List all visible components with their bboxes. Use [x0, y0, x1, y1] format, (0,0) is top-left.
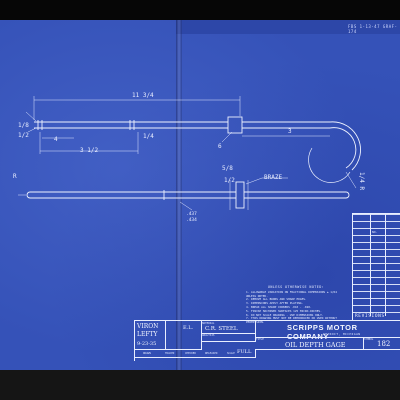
- dim-right-quarter-label: 1/4: [143, 133, 154, 140]
- tb-names: VIRON LEFTY 9-23-35: [135, 321, 166, 350]
- tb-title: TITLE OIL DEPTH GAGE: [255, 337, 364, 350]
- note-item: 6. DO NOT SCALE DRAWING - USE DIMENSIONS…: [246, 312, 324, 317]
- tb-company: SCRIPPS MOTOR COMPANY DETROIT, MICHIGAN: [255, 321, 400, 341]
- note-item: 1. ALLOWABLE VARIATION ON FRACTIONAL DIM…: [246, 289, 337, 298]
- sheet-top-strip: [176, 20, 400, 34]
- dim-left-b-label: 1/2: [18, 132, 29, 139]
- rod-collar: [227, 116, 243, 134]
- sheet-fold-line: [176, 20, 182, 386]
- revision-label: REVISIONS: [355, 314, 385, 319]
- hook-section: [308, 147, 351, 183]
- drawing-header-code: FBS 1-13-47 GRAF-174: [348, 24, 398, 34]
- revision-col-no: NO.: [372, 230, 378, 234]
- tb-number: SYMBOL 182: [363, 337, 400, 350]
- dim-left-a-label: 1/8: [18, 122, 29, 129]
- drawing-title: OIL DEPTH GAGE: [285, 341, 346, 349]
- note-item: 4. BREAK ALL SHARP CORNERS .010 - .020.: [246, 304, 312, 309]
- braze-leader: [245, 177, 263, 185]
- tb-material: MATERIAL C.R. STEEL: [201, 321, 256, 334]
- dim-span-label: 3 1/2: [80, 147, 99, 154]
- dim-mid-label: 4: [54, 136, 58, 143]
- rod-hook: [329, 121, 361, 171]
- tb-checker: E.L.: [165, 321, 202, 350]
- scan-bottom-margin: [0, 370, 400, 400]
- dim-tip-r-label: R: [13, 173, 17, 180]
- tb-analysis: ANALYSIS: [201, 333, 256, 342]
- dim-radius-label: 1/4 R: [358, 172, 365, 191]
- dim-angle-label: 6: [218, 143, 222, 150]
- title-block: VIRON LEFTY 9-23-35 E.L. MATERIAL C.R. S…: [134, 320, 400, 361]
- note-item: 5. FINISH MACHINED SURFACES 125 MICRO-IN…: [246, 308, 322, 313]
- dim-side-b-label: 1/2: [224, 177, 235, 184]
- dim-side-a-label: 5/8: [222, 165, 233, 172]
- revision-table: NO. REVISIONS: [352, 213, 400, 320]
- rod-hook-inner: [329, 127, 357, 169]
- part-drawing: [18, 96, 361, 211]
- notes-title: UNLESS OTHERWISE NOTED:: [267, 285, 325, 289]
- company-location: DETROIT, MICHIGAN: [323, 332, 361, 336]
- tb-signoff-row: DRAWN TRACED CHECKED RELEASED SCALE FULL: [135, 349, 256, 358]
- dim-bend-label: 3: [288, 128, 292, 135]
- note-item: 2. REMOVE ALL BURRS AND SHARP EDGES.: [246, 297, 307, 302]
- dim-diameter-label: .437 .434: [186, 212, 197, 223]
- dim-overall-label: 11 3/4: [132, 92, 154, 99]
- side-collar: [235, 181, 245, 209]
- company-name: SCRIPPS MOTOR COMPANY: [287, 323, 358, 341]
- blueprint-sheet: [0, 20, 400, 386]
- braze-label: BRAZE: [264, 174, 283, 181]
- note-item: 3. DIMENSIONS APPLY AFTER PLATING.: [246, 301, 304, 306]
- drawing-number: 182: [377, 340, 391, 348]
